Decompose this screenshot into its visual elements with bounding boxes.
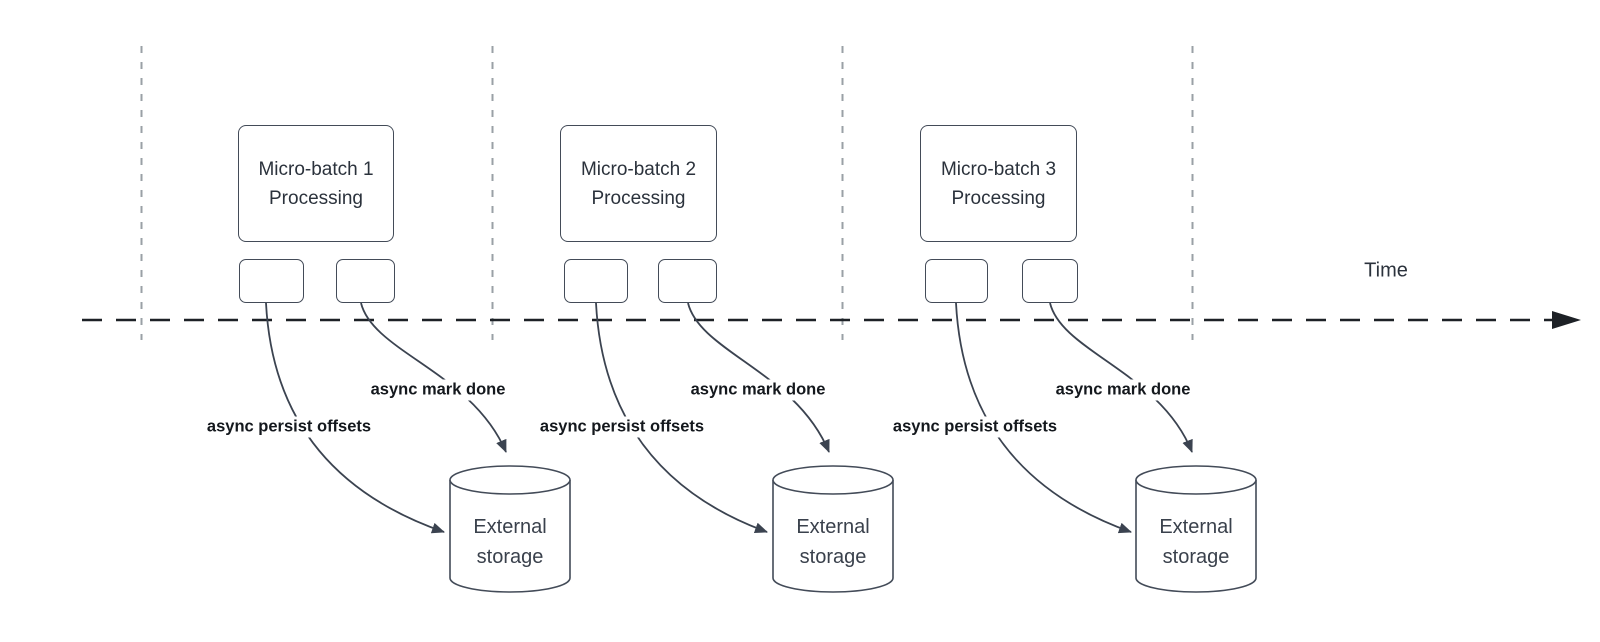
storage-label-line1: External (1159, 516, 1233, 538)
micro-batch-2-box: Micro-batch 2 Processing (560, 125, 717, 242)
batch-1-mark-done-arrow (360, 302, 507, 453)
storage-label-line1: External (796, 516, 870, 538)
cylinder-body (772, 480, 894, 593)
time-axis (82, 311, 1581, 329)
micro-batch-3-title-line2: Processing (951, 187, 1046, 209)
micro-batch-1-title-line1: Micro-batch 1 (258, 158, 374, 180)
micro-batch-1-offset-task-box (239, 259, 304, 303)
micro-batch-3-box: Micro-batch 3 Processing (920, 125, 1077, 242)
storage-label-line2: storage (476, 546, 544, 568)
cylinder-top (772, 465, 894, 495)
batch-2-persist-offsets-label: async persist offsets (535, 416, 709, 438)
time-axis-label: Time (1364, 259, 1408, 282)
micro-batch-1-title-line2: Processing (269, 187, 363, 209)
cylinder-body (1135, 480, 1257, 593)
batch-1-storage-cylinder (449, 465, 571, 593)
time-axis-arrowhead (1552, 311, 1581, 329)
batch-3-mark-done-arrow (1049, 302, 1193, 453)
batch-2-storage-cylinder (772, 465, 894, 593)
batch-2-mark-done-label: async mark done (686, 379, 830, 401)
micro-batch-2-title-line1: Micro-batch 2 (580, 158, 697, 180)
batch-2-storage-label: External storage (796, 512, 869, 572)
micro-batch-3-offset-task-box (925, 259, 988, 303)
micro-batch-2-done-task-box (658, 259, 717, 303)
cylinder-body (449, 480, 571, 593)
micro-batch-1-done-task-box (336, 259, 395, 303)
micro-batch-2-offset-task-box (564, 259, 628, 303)
batch-3-storage-cylinder (1135, 465, 1257, 593)
cylinder-top (1135, 465, 1257, 495)
micro-batch-3-done-task-box (1022, 259, 1078, 303)
storage-cylinders (449, 465, 1257, 593)
batch-3-persist-offsets-label: async persist offsets (888, 416, 1062, 438)
batch-1-storage-label: External storage (473, 512, 546, 572)
batch-2-mark-done-arrow (687, 302, 830, 453)
storage-label-line2: storage (1162, 546, 1230, 568)
micro-batch-3-title-line1: Micro-batch 3 (940, 158, 1057, 180)
storage-label-line1: External (473, 516, 547, 538)
storage-label-line2: storage (799, 546, 867, 568)
batch-3-storage-label: External storage (1159, 512, 1232, 572)
micro-batch-2-title-line2: Processing (591, 187, 686, 209)
batch-1-persist-offsets-label: async persist offsets (202, 416, 376, 438)
batch-3-mark-done-label: async mark done (1051, 379, 1195, 401)
batch-1-mark-done-label: async mark done (366, 379, 510, 401)
micro-batch-1-box: Micro-batch 1 Processing (238, 125, 394, 242)
cylinder-top (449, 465, 571, 495)
guide-lines (140, 46, 1194, 340)
